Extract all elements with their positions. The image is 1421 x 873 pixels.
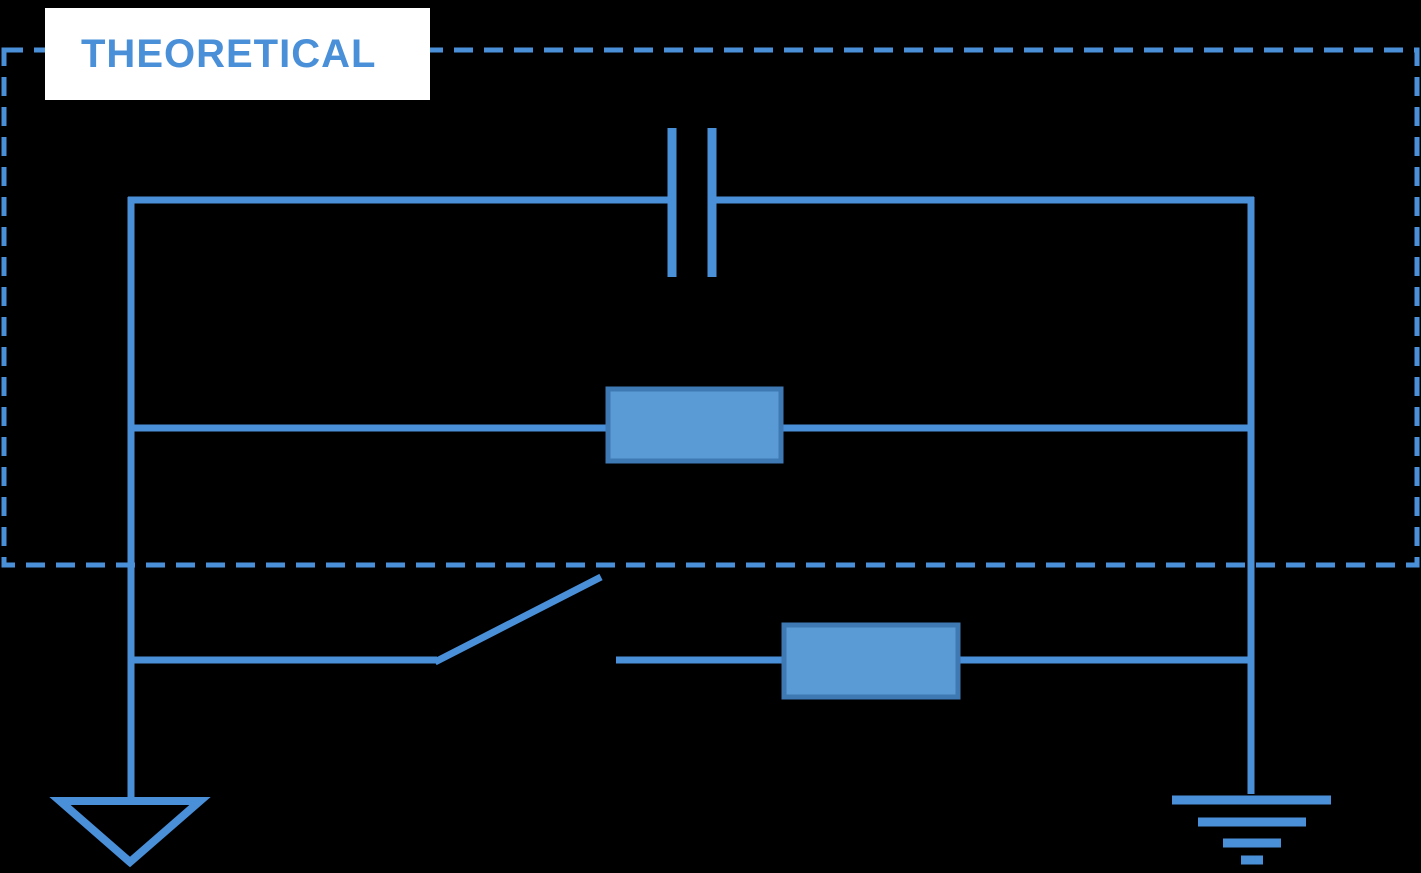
capacitor [667, 128, 717, 277]
theoretical-label-box: THEORETICAL [45, 8, 430, 100]
ground-right [1172, 795, 1331, 865]
resistor-bottom [781, 622, 961, 700]
dashed-boundary [1, 47, 1420, 568]
resistor-top [605, 386, 784, 464]
ground-left [49, 797, 211, 868]
theoretical-label: THEORETICAL [81, 31, 377, 76]
switch [433, 573, 603, 666]
